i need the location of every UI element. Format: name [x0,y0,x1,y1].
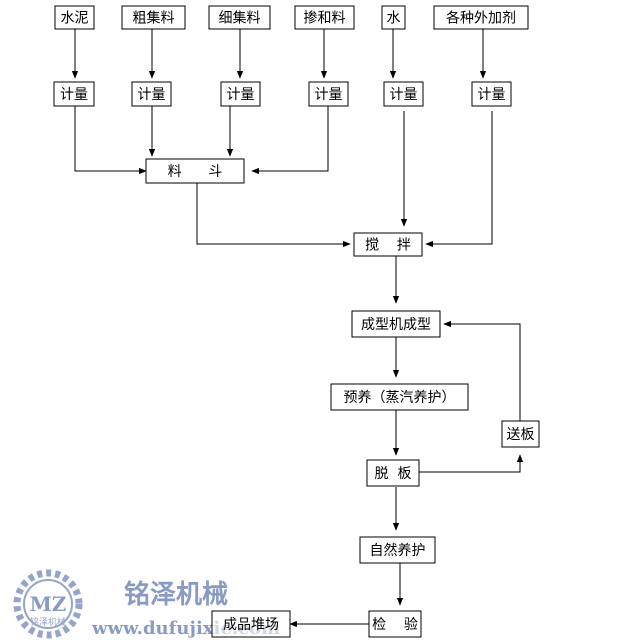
node-natural-curing-label: 自然养护 [370,542,426,559]
node-demold-label: 脱 板 [375,466,412,482]
node-admixture-material-label: 掺和料 [304,10,346,27]
node-additives: 各种外加剂 [433,5,529,30]
node-water-label: 水 [387,11,401,27]
logo-letters: MZ [30,592,67,616]
meter-coarse: 计量 [131,81,172,107]
node-inspection: 检 验 [368,610,422,638]
meter-water: 计量 [383,81,424,107]
node-fine-aggregate-label: 细集料 [219,10,261,27]
node-demold: 脱 板 [366,459,420,487]
meter-coarse-label: 计量 [138,87,166,103]
connectors [71,29,524,628]
meter-admixture: 计量 [308,81,349,107]
logo-subtitle: 铭泽机械 [30,616,66,628]
node-pre-curing-label: 预养（蒸汽养护） [344,390,456,406]
node-water: 水 [381,5,406,30]
node-admixture-material: 掺和料 [294,5,355,30]
node-forming-label: 成型机成型 [361,317,431,333]
meter-cement: 计量 [53,81,95,107]
node-feed-plate: 送板 [501,420,540,448]
node-mixing-label: 搅 拌 [365,238,411,254]
node-hopper-label: 料 斗 [168,164,223,180]
node-product-yard-label: 成品堆场 [223,617,279,633]
node-fine-aggregate: 细集料 [208,5,271,30]
node-product-yard: 成品堆场 [211,610,291,638]
node-additives-label: 各种外加剂 [446,11,516,27]
node-cement: 水泥 [54,5,95,30]
node-natural-curing: 自然养护 [359,536,436,564]
gear-logo-icon: MZ 铭泽机械 [13,569,83,639]
node-hopper: 料 斗 [145,158,245,184]
meter-water-label: 计量 [390,87,418,103]
meter-additives-label: 计量 [478,87,506,103]
node-coarse-aggregate: 粗集料 [121,5,186,30]
meter-cement-label: 计量 [60,87,88,103]
node-inspection-label: 检 验 [372,617,418,633]
meter-fine-label: 计量 [227,87,255,103]
meter-admixture-label: 计量 [315,87,343,103]
node-cement-label: 水泥 [61,11,89,27]
node-coarse-aggregate-label: 粗集料 [133,10,175,27]
watermark-brand: 铭泽机械 [124,580,228,610]
meter-additives: 计量 [471,81,512,107]
node-pre-curing: 预养（蒸汽养护） [330,383,469,411]
node-forming: 成型机成型 [351,310,441,338]
meter-fine: 计量 [220,81,261,107]
node-mixing: 搅 拌 [353,232,423,257]
node-feed-plate-label: 送板 [507,427,535,443]
